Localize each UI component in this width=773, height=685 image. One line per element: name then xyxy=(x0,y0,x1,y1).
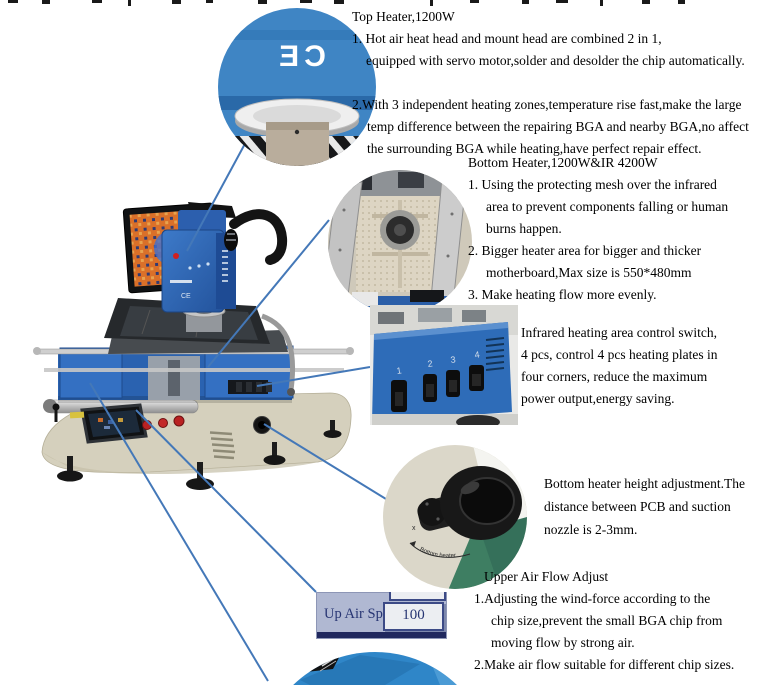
model-label xyxy=(170,280,192,283)
text-line: 2.With 3 independent heating zones,tempe… xyxy=(352,97,742,112)
section-title: Top Heater,1200W xyxy=(352,9,455,24)
text-line: chip size,prevent the small BGA chip fro… xyxy=(491,613,723,628)
up-air-speed-display: Up Air Speed 100 xyxy=(316,592,447,639)
text-line: power output,energy saving. xyxy=(521,391,675,406)
callout-line-bottom-heater xyxy=(207,219,330,368)
text-line: burns happen. xyxy=(486,221,562,236)
flex-cable xyxy=(261,313,296,391)
brand-logo-dot xyxy=(173,253,179,259)
callout-bottom-heater-photo xyxy=(328,170,472,314)
head-ce-mark: CE xyxy=(181,293,191,300)
machine-feet xyxy=(57,420,342,490)
section-top-heater: Top Heater,1200W 1. Hot air heat head an… xyxy=(352,6,772,160)
text-line: Infrared heating area control switch, xyxy=(521,325,718,340)
callout-line-knob xyxy=(263,423,400,508)
callout-line-nozzle xyxy=(89,382,269,682)
text-line: the surrounding BGA while heating,have p… xyxy=(367,141,702,156)
callout-nozzle-photo-partial xyxy=(257,652,493,685)
section-bottom-heater: Bottom Heater,1200W&IR 4200W 1. Using th… xyxy=(468,152,768,306)
section-infrared-switch: Infrared heating area control switch, 4 … xyxy=(521,322,771,410)
text-line: temp difference between the repairing BG… xyxy=(367,119,749,134)
dial-x-mark: x xyxy=(412,525,416,532)
text-line: 2.Make air flow suitable for different c… xyxy=(474,657,735,672)
switch-label-2: 2 xyxy=(427,358,433,369)
machine-base xyxy=(41,392,352,490)
display-bottom-bar xyxy=(317,632,446,638)
text-line: nozzle is 2-3mm. xyxy=(544,522,638,537)
ce-logo-mirrored: CE xyxy=(274,40,326,73)
switch-label-3: 3 xyxy=(450,354,456,365)
section-title: Upper Air Flow Adjust xyxy=(484,569,609,584)
up-air-speed-value: 100 xyxy=(383,602,444,631)
text-line: 1.Adjusting the wind-force according to … xyxy=(474,591,711,606)
callout-knob-photo: Bottom heater x xyxy=(383,445,527,589)
text-line: 1. Hot air heat head and mount head are … xyxy=(352,31,662,46)
height-adjust-knob xyxy=(253,416,271,434)
text-line: 2. Bigger heater area for bigger and thi… xyxy=(468,243,702,258)
text-line: 3. Make heating flow more evenly. xyxy=(468,287,657,302)
hot-air-head: CE xyxy=(161,202,288,313)
head-arm xyxy=(229,209,288,265)
partial-field-above xyxy=(389,592,446,601)
callout-line-switches xyxy=(256,366,371,387)
joystick-lever xyxy=(52,403,60,422)
text-line: motherboard,Max size is 550*480mm xyxy=(486,265,692,280)
text-line: 4 pcs, control 4 pcs heating plates in xyxy=(521,347,718,362)
text-line: moving flow by strong air. xyxy=(491,635,635,650)
callout-line-top-heater xyxy=(186,139,248,252)
text-line: distance between PCB and suction xyxy=(544,499,731,514)
section-title: Bottom Heater,1200W&IR 4200W xyxy=(468,155,658,170)
section-upper-air-flow: 1.Adjusting the wind-force according to … xyxy=(474,588,772,676)
section-upper-air-flow-title: Upper Air Flow Adjust xyxy=(484,566,772,588)
text-line: area to prevent components falling or hu… xyxy=(486,199,729,214)
switch-label-4: 4 xyxy=(474,349,480,360)
text-line: equipped with servo motor,solder and des… xyxy=(366,53,745,68)
callout-switch-panel-photo: 1 2 3 4 xyxy=(370,305,518,425)
connector-lines xyxy=(89,139,400,682)
text-line: four corners, reduce the maximum xyxy=(521,369,708,384)
rocker-switches: 1 2 3 4 xyxy=(391,349,484,412)
text-line: 1. Using the protecting mesh over the in… xyxy=(468,177,717,192)
section-height-adjustment: Bottom heater height adjustment.The dist… xyxy=(544,472,772,541)
clipped-text-line-remnant xyxy=(8,0,685,6)
machine-photo: CE xyxy=(33,202,354,490)
text-line: Bottom heater height adjustment.The xyxy=(544,476,745,491)
base-vents xyxy=(209,431,236,460)
warning-label xyxy=(69,411,85,419)
switch-label-1: 1 xyxy=(396,365,402,376)
callout-line-display xyxy=(135,409,317,593)
blank-line xyxy=(352,72,772,94)
